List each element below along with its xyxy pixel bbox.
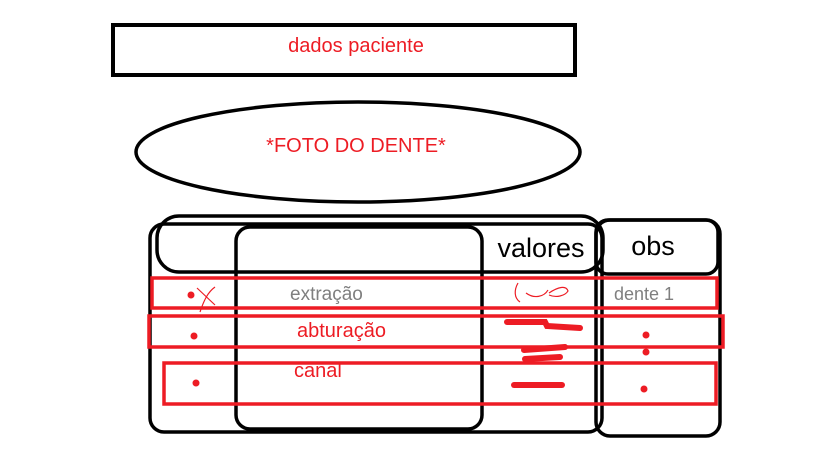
tooth-photo-label: *FOTO DO DENTE*: [266, 135, 446, 157]
row-bullet: [192, 379, 200, 387]
table-row: extração dente 1: [187, 282, 674, 313]
ditto-dot: [640, 385, 648, 393]
ditto-dot: [642, 348, 650, 356]
procedure-label: extração: [290, 284, 363, 305]
procedure-label: abturação: [297, 320, 386, 342]
table-header-band: [155, 214, 605, 274]
patient-data-label: dados paciente: [288, 35, 424, 57]
tooth-photo-placeholder: *FOTO DO DENTE*: [134, 100, 582, 204]
value-scribble: [521, 344, 568, 353]
value-scribble: [504, 319, 583, 331]
row-highlight-extraction: [150, 276, 719, 310]
scribble-value: [514, 282, 569, 303]
row-highlight-canal: [162, 361, 718, 406]
procedure-column: [234, 225, 484, 431]
table-row: abturação: [190, 319, 650, 356]
patient-data-box: dados paciente: [111, 23, 577, 77]
obs-header: obs: [631, 231, 675, 261]
x-mark-icon: [196, 286, 216, 313]
row-bullet: [187, 291, 195, 299]
obs-header-cell: [594, 218, 720, 276]
note-label: dente 1: [614, 284, 674, 304]
row-highlight-filling: [147, 314, 725, 349]
row-bullet: [190, 332, 198, 340]
table-row: canal: [192, 354, 648, 393]
ditto-dot: [642, 331, 650, 339]
value-scribble: [522, 354, 563, 362]
procedure-label: canal: [294, 360, 342, 382]
values-header: valores: [497, 233, 584, 263]
procedures-table: [148, 214, 722, 438]
